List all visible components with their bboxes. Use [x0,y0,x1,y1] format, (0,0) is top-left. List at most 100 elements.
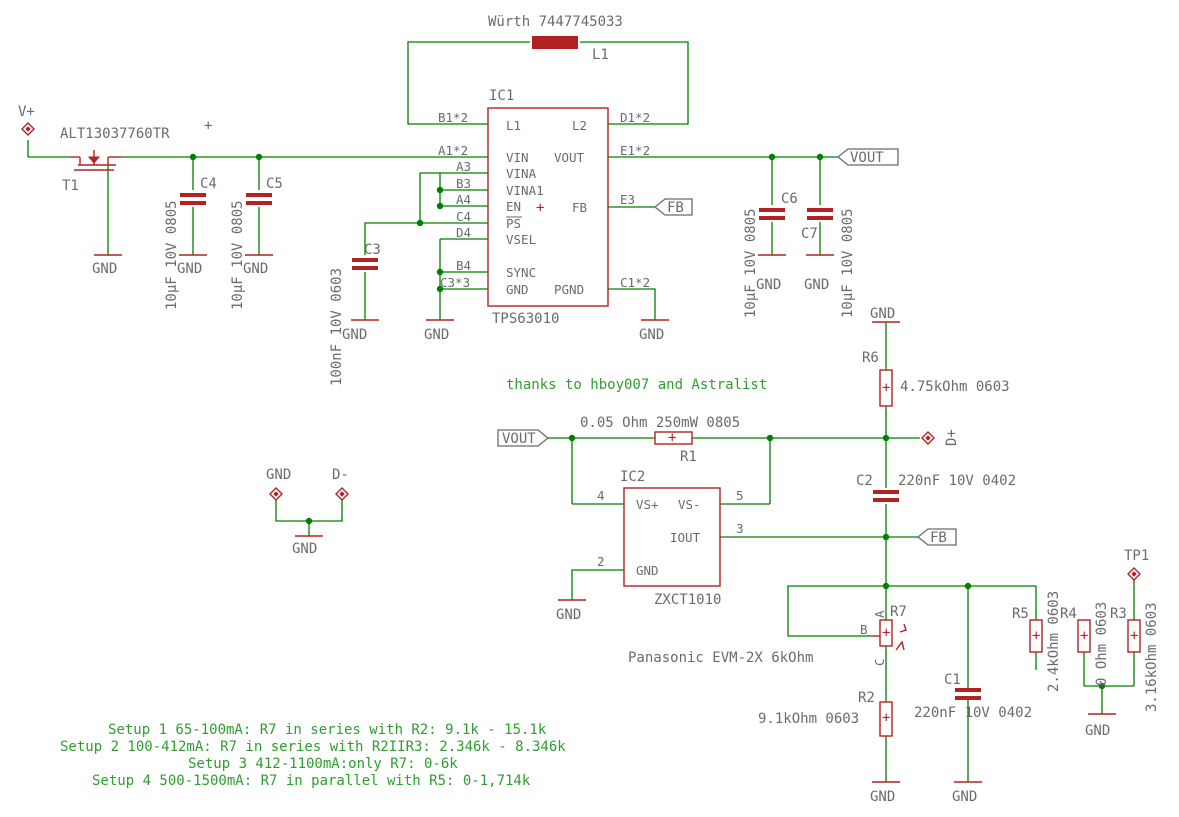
svg-text:GND: GND [556,607,581,623]
net-label-vout-bottom: VOUT [497,429,550,447]
c6-value: 10µF 10V 0805 [743,208,759,318]
svg-text:+: + [882,380,890,396]
setup-notes: Setup 1 65-100mA: R7 in series with R2: … [60,722,566,789]
ic1-pin-sync: SYNC [506,265,536,280]
svg-text:GND: GND [243,261,268,277]
ic1-pin-gnd: GND [506,282,529,297]
svg-text:VOUT: VOUT [502,431,536,447]
r3-value: 3.16kOhm 0603 [1144,602,1160,712]
gnd-r6: GND [870,306,900,323]
ic1-pin-vsel: VSEL [506,232,536,247]
t1-value: ALT13037760TR [60,126,170,142]
ic1-pad-a4: A4 [456,192,471,207]
svg-text:+: + [1130,628,1138,644]
gnd-c1: GND [952,781,982,805]
ic1-pad-e3: E3 [620,192,635,207]
gnd-pgnd: GND [639,319,669,343]
ic2-pad-2: 2 [597,554,605,569]
c7-name: C7 [801,226,818,242]
ic2-pin-gnd: GND [636,563,659,578]
c6-name: C6 [781,191,798,207]
setup-4: Setup 4 500-1500mA: R7 in parallel with … [92,773,531,789]
ic2-pin-vsminus: VS- [678,497,701,512]
gnd-c5: GND [243,254,273,277]
ic1-name: IC1 [489,88,514,104]
svg-text:GND: GND [1085,723,1110,739]
c2-name: C2 [856,473,873,489]
ic1-pin-vin: VIN [506,150,529,165]
c5-name: C5 [266,176,283,192]
svg-text:GND: GND [870,306,895,322]
ic2-zxct1010: IC2 ZXCT1010 VS+ VS- IOUT GND 4 5 3 2 [597,469,744,608]
ic1-tps63010: IC1 TPS63010 L1 VIN VINA VINA1 EN PS VSE… [438,88,650,327]
c4-value: 10µF 10V 0805 [164,200,180,310]
gnd-c4: GND [177,254,207,277]
ic1-pin-ps: PS [506,216,521,231]
thanks-note: thanks to hboy007 and Astralist [506,377,767,393]
svg-text:GND: GND [177,261,202,277]
gnd-c6: GND [756,254,786,293]
t1-name: T1 [62,178,79,194]
r3-name: R3 [1110,606,1127,622]
ic1-value: TPS63010 [492,311,559,327]
gnd-c7: GND [804,254,834,293]
dplus-pad: D+ [921,429,960,446]
svg-text:VOUT: VOUT [850,150,884,166]
ic2-name: IC2 [620,469,645,485]
ic1-pin-pgnd: PGND [554,282,584,297]
gnd-r2: GND [870,781,900,805]
ic1-pin-l1: L1 [506,118,521,133]
svg-text:GND: GND [870,789,895,805]
r6-value: 4.75kOhm 0603 [900,379,1010,395]
resistor-r4: + R4 0 Ohm 0603 [1060,602,1110,686]
ic1-pin-vina: VINA [506,166,537,181]
ic1-pad-c3: C3*3 [440,275,470,290]
r6-name: R6 [862,350,879,366]
capacitor-c5: C5 10µF 10V 0805 [230,176,283,310]
gnd-t1: GND [92,254,122,277]
svg-text:FB: FB [667,200,684,216]
t1-mark: + [204,118,212,134]
gnd-ic1: GND [424,319,454,343]
ic1-pin-vina1: VINA1 [506,183,544,198]
r2-name: R2 [858,690,875,706]
inductor-l1: Würth 7447745033 L1 [488,14,623,63]
ic1-pin-en: EN [506,199,521,214]
test-point-tp1: TP1 [1124,548,1149,584]
gnd-ic2: GND [556,599,586,623]
net-label-vout-top: VOUT [836,148,899,166]
svg-text:FB: FB [930,530,947,546]
r5-name: R5 [1012,606,1029,622]
c3-name: C3 [364,242,381,258]
ic1-pad-c1: C1*2 [620,275,650,290]
dminus-pad: D- [332,467,349,501]
r7-name: R7 [890,604,907,620]
svg-text:D-: D- [332,467,349,483]
capacitor-c2: C2 220nF 10V 0402 [856,473,1016,502]
c1-value: 220nF 10V 0402 [914,705,1032,721]
svg-text:GND: GND [266,467,291,483]
gnd-symbols: GND GND GND GND GND GND GND GND GND GND … [92,254,1116,805]
r7-pin-c: C [872,658,887,666]
setup-1: Setup 1 65-100mA: R7 in series with R2: … [108,722,547,738]
resistor-r1: + 0.05 Ohm 250mW 0805 R1 [580,415,740,465]
junctions [189,153,1106,690]
r4-name: R4 [1060,606,1077,622]
svg-text:GND: GND [424,327,449,343]
capacitor-c3: C3 100nF 10V 0603 [329,242,381,386]
ic1-pin-vout: VOUT [554,150,585,165]
tp1-name: TP1 [1124,548,1149,564]
ic1-origin-mark: + [536,200,544,216]
svg-text:GND: GND [92,261,117,277]
ic2-pad-4: 4 [597,488,605,503]
c7-value: 10µF 10V 0805 [840,208,856,318]
r7-value: Panasonic EVM-2X 6kOhm [628,650,813,666]
ic1-pad-d1: D1*2 [620,110,650,125]
svg-text:GND: GND [292,541,317,557]
l1-value: Würth 7447745033 [488,14,623,30]
capacitor-c4: C4 10µF 10V 0805 [164,176,217,310]
svg-text:GND: GND [952,789,977,805]
net-label-fb-bottom: FB [916,528,957,546]
svg-text:D+: D+ [944,429,960,446]
